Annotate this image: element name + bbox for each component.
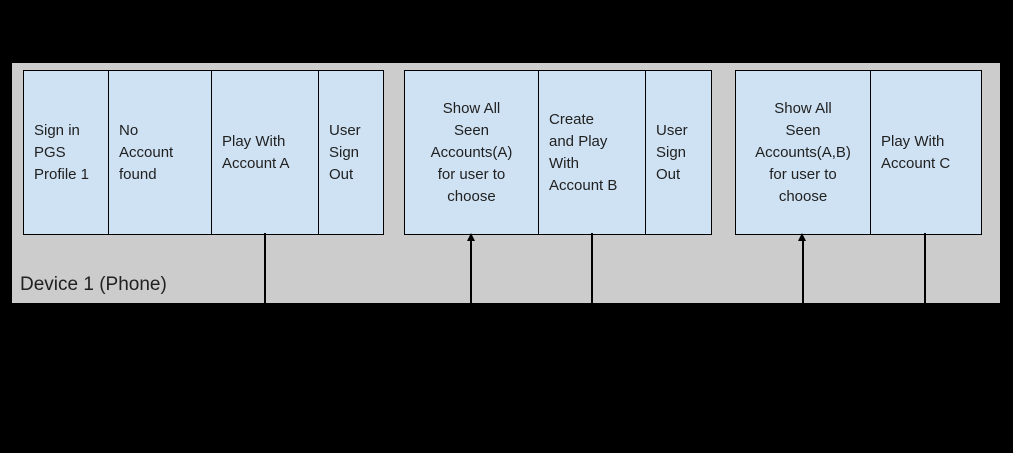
box-label: User Sign Out <box>329 121 361 183</box>
arrow-up-icon <box>466 233 475 241</box>
box-label: User Sign Out <box>656 121 688 183</box>
session-block-3: Show All Seen Accounts(A,B) for user to … <box>735 70 982 235</box>
timeline-connector-show-seen-accounts-a <box>470 240 472 303</box>
box-create-play-account-b: Create and Play With Account B <box>539 71 646 234</box>
box-user-sign-out-1: User Sign Out <box>319 71 383 234</box>
box-play-with-account-c: Play With Account C <box>871 71 981 234</box>
box-label: Play With Account C <box>881 132 951 172</box>
timeline-connector-show-seen-accounts-ab <box>801 240 804 303</box>
box-show-seen-accounts-a: Show All Seen Accounts(A) for user to ch… <box>405 71 539 234</box>
session-block-1: Sign in PGS Profile 1 No Account found P… <box>23 70 384 235</box>
box-label: Show All Seen Accounts(A,B) for user to … <box>755 99 851 205</box>
box-sign-in-pgs-profile-1: Sign in PGS Profile 1 <box>24 71 109 234</box>
box-label: Create and Play With Account B <box>549 110 618 194</box>
box-label: Sign in PGS Profile 1 <box>34 121 90 183</box>
timeline-connector-play-with-account-c <box>924 233 926 303</box>
box-label: Show All Seen Accounts(A) for user to ch… <box>430 99 513 205</box>
timeline-connector-create-play-account-b <box>590 233 593 303</box>
device-lane: Sign in PGS Profile 1 No Account found P… <box>12 63 1000 303</box>
device-lane-label: Device 1 (Phone) <box>20 274 167 295</box>
box-user-sign-out-2: User Sign Out <box>646 71 711 234</box>
box-label: Play With Account A <box>222 132 290 172</box>
session-block-2: Show All Seen Accounts(A) for user to ch… <box>404 70 712 235</box>
box-label: No Account found <box>119 121 174 183</box>
box-no-account-found: No Account found <box>109 71 212 234</box>
timeline-connector-play-with-account-a <box>263 233 266 303</box>
box-show-seen-accounts-ab: Show All Seen Accounts(A,B) for user to … <box>736 71 871 234</box>
box-play-with-account-a: Play With Account A <box>212 71 319 234</box>
arrow-up-icon <box>798 233 806 241</box>
